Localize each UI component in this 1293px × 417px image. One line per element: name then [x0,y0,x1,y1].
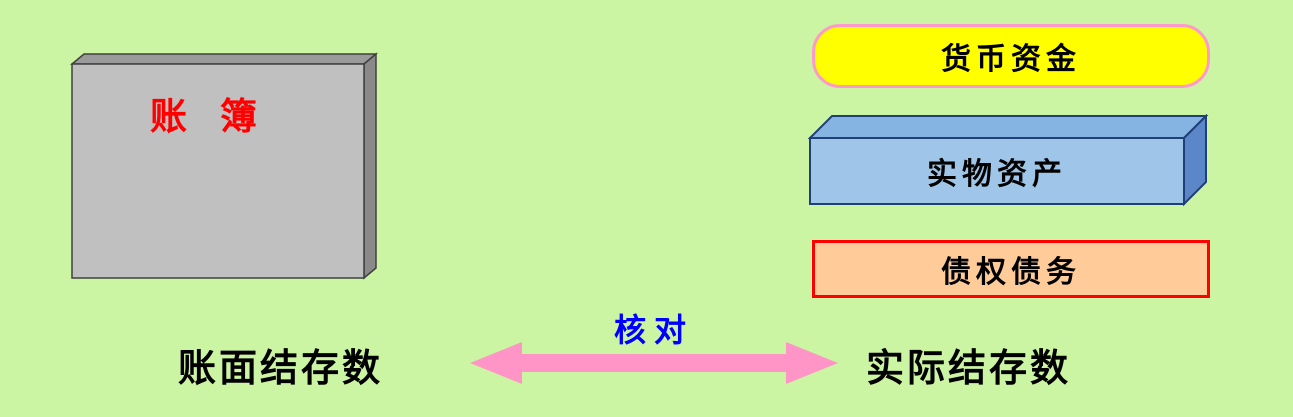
double-arrow-icon [470,342,838,384]
monetary-funds-box: 货币资金 [812,24,1210,88]
physical-assets-box [808,114,1209,207]
ledger-front-face [71,63,365,279]
verify-label: 核对 [613,311,694,349]
book-balance-label: 账面结存数 [178,346,384,390]
physical-assets-front-face [809,137,1185,205]
double-arrow-shape [470,342,838,384]
claims-debts-label: 债权债务 [941,255,1081,290]
ledger-label: 账 簿 [150,95,267,138]
ledger-side-face [363,52,377,280]
monetary-funds-label: 货币资金 [941,42,1081,77]
ledger-top-face [70,53,378,65]
physical-assets-label: 实物资产 [927,157,1067,192]
physical-assets-label-wrap: 实物资产 [810,138,1184,204]
actual-balance-label: 实际结存数 [866,346,1072,390]
ledger-box [70,52,378,280]
physical-assets-top-face [808,115,1209,139]
claims-debts-box: 债权债务 [812,240,1210,298]
